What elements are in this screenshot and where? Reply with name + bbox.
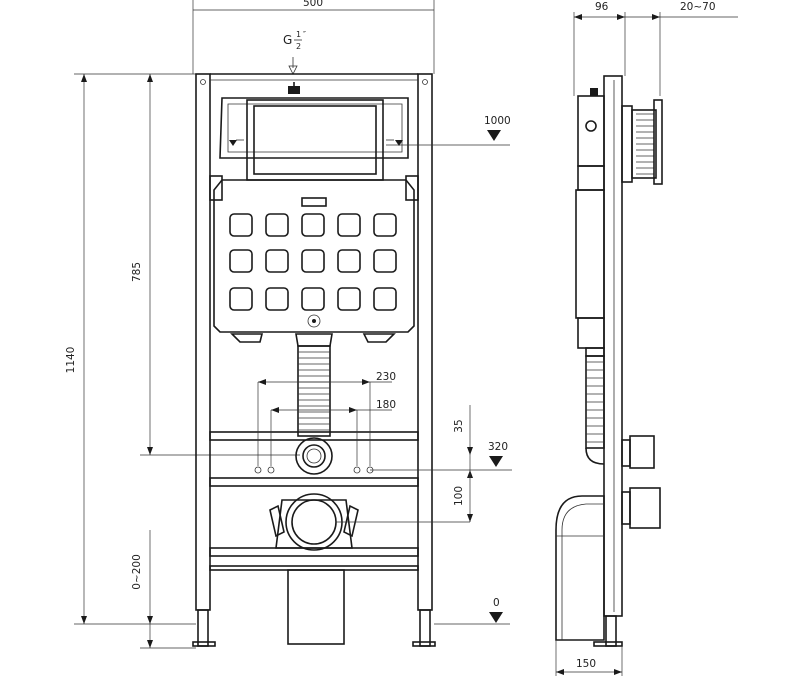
flush-height-label: 785: [131, 262, 143, 282]
rod-level-label: 320: [488, 441, 508, 453]
height-label: 1140: [65, 347, 77, 374]
side-view: 96 20~70: [555, 1, 738, 676]
flush-hose: [297, 345, 331, 437]
inlet-arrow-icon: [288, 57, 298, 75]
level-triangle-icon: [487, 130, 501, 141]
inlet-unit: ″: [303, 30, 306, 39]
width-label: 500: [303, 0, 323, 9]
level-triangle-icon: [489, 456, 503, 467]
drain-offset-label: 100: [453, 486, 465, 506]
level-triangle-icon: [489, 612, 503, 623]
water-inlet-callout: G 1 2 ″: [283, 30, 306, 75]
level-markers: 1000 320 0: [484, 115, 511, 623]
mounting-holes: [254, 466, 374, 474]
gap-label: 35: [453, 419, 465, 432]
width-dimension: 500: [192, 0, 435, 74]
left-dimensions: 1140 785 0~200: [65, 73, 300, 649]
spacing-dimensions: 230 180 35 100: [257, 144, 512, 625]
inlet-fraction-num: 1: [296, 30, 301, 39]
front-frame: [192, 73, 436, 647]
floor-level-label: 0: [493, 597, 500, 609]
top-level-label: 1000: [484, 115, 511, 127]
tank-panel-grid: [229, 213, 397, 311]
cistern-side: [575, 88, 605, 465]
cistern: [209, 82, 419, 551]
spacing-inner-label: 180: [376, 399, 396, 411]
depth-label: 96: [595, 1, 609, 13]
drain-bend-side: [555, 487, 661, 641]
base-depth-label: 150: [576, 658, 596, 670]
spacing-outer-label: 230: [376, 371, 396, 383]
inlet-fraction-den: 2: [296, 42, 301, 51]
adjust-label: 0~200: [131, 554, 143, 590]
inlet-thread-prefix: G: [283, 33, 292, 47]
brand-logo-icon: [307, 314, 321, 328]
wall-anchor: [621, 99, 663, 185]
wall-range-label: 20~70: [680, 1, 716, 13]
flush-outlet: [295, 437, 333, 475]
flush-pipe-stub: [621, 439, 631, 467]
